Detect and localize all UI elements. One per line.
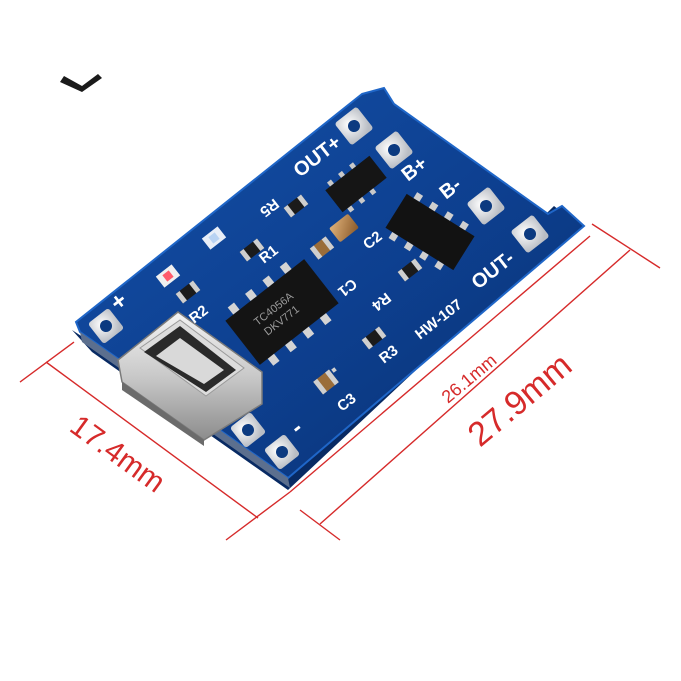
dimension-inner-length bbox=[289, 235, 591, 493]
mosfet-ic bbox=[385, 192, 475, 271]
chevron-mark-icon bbox=[60, 74, 102, 92]
solder-pads bbox=[88, 107, 549, 470]
dimension-width bbox=[19, 341, 291, 541]
charger-ic: TC4056A DKV771 bbox=[225, 259, 339, 366]
micro-usb-port bbox=[117, 311, 263, 446]
dimension-width-label: 17.4mm bbox=[64, 409, 171, 499]
passive-components bbox=[155, 194, 423, 395]
protection-ic bbox=[325, 155, 387, 213]
dimension-outer-length bbox=[299, 223, 661, 541]
